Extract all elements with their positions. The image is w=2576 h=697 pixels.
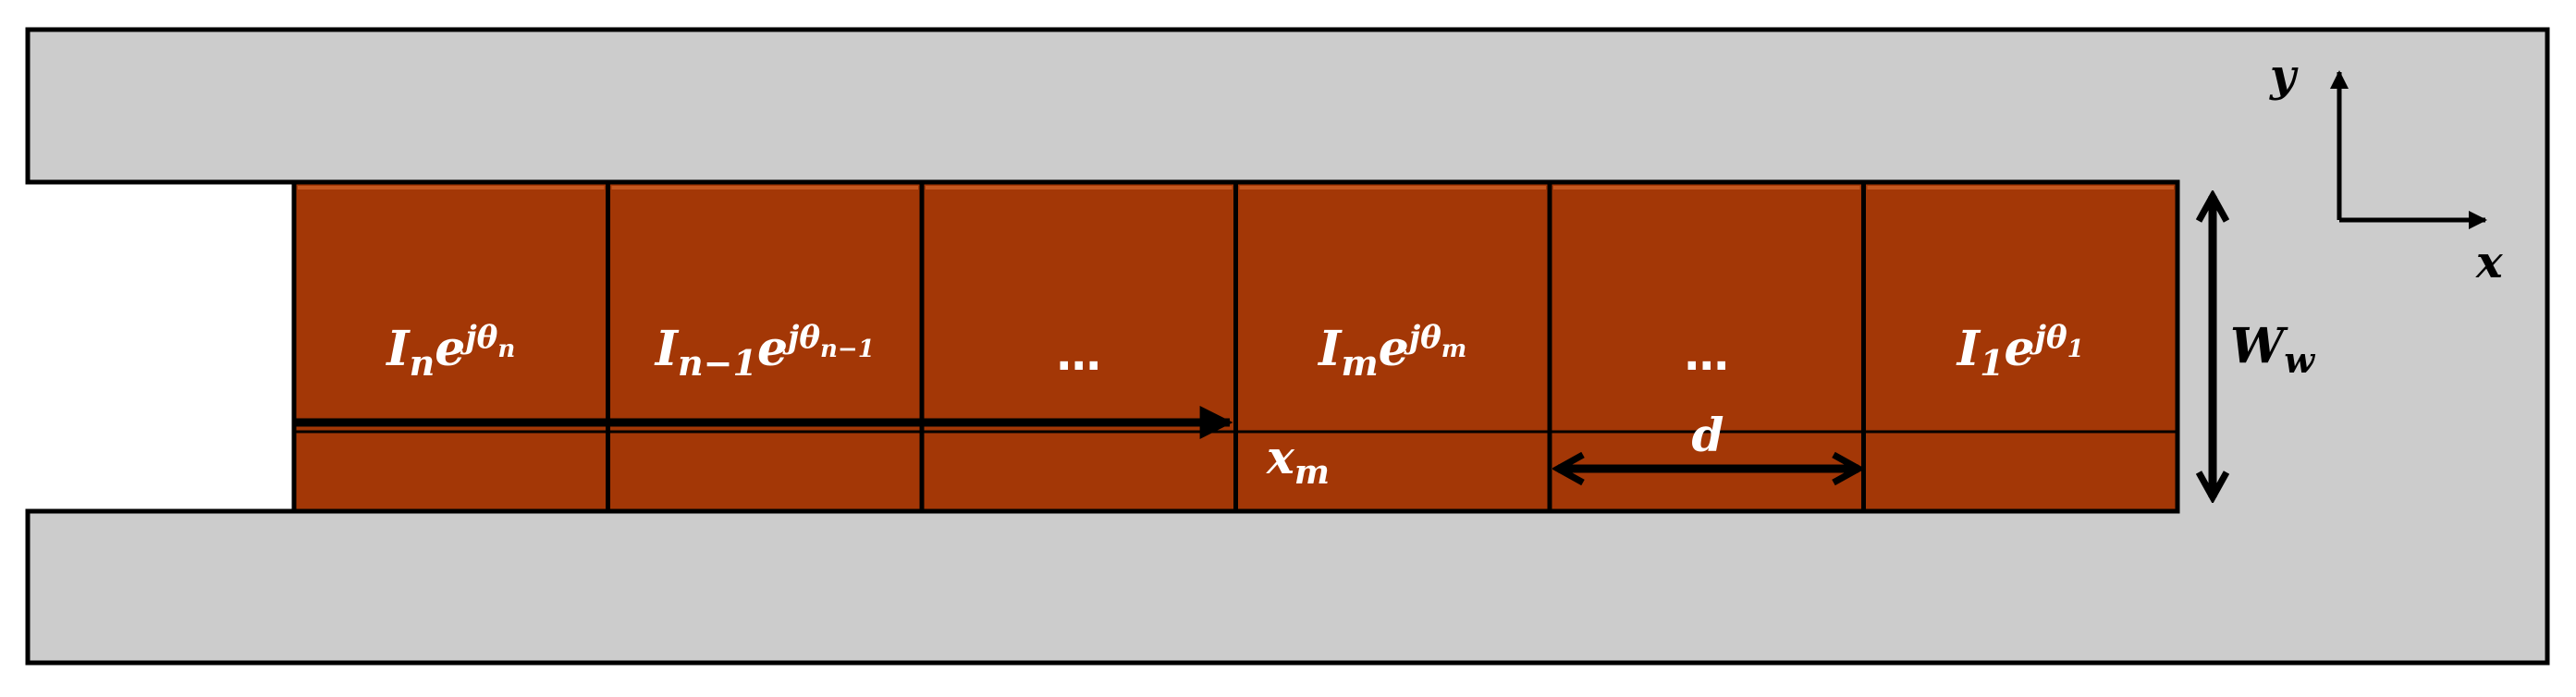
ellipsis-label: … bbox=[1057, 329, 1101, 381]
element-block bbox=[1233, 179, 1552, 514]
excitation-label: I1ejθ1 bbox=[1956, 319, 2084, 384]
width-label: Ww bbox=[2230, 318, 2315, 381]
element-array: Inejθn In−1ejθn−1 … Imejθm … I1ejθ1 bbox=[291, 179, 2180, 514]
excitation-label: Imejθm bbox=[1317, 319, 1466, 384]
y-axis-label: y bbox=[2269, 50, 2299, 102]
element-block bbox=[1861, 179, 2180, 514]
array-element: Inejθn bbox=[291, 179, 610, 514]
element-block bbox=[291, 179, 610, 514]
position-label: xm bbox=[1266, 430, 1330, 492]
coordinate-axes: y x bbox=[2269, 50, 2504, 288]
excitation-label: Inejθn bbox=[385, 319, 515, 384]
ellipsis-label: … bbox=[1685, 329, 1729, 381]
array-element: In−1ejθn−1 bbox=[606, 179, 925, 514]
element-block bbox=[606, 179, 925, 514]
array-element: I1ejθ1 bbox=[1861, 179, 2180, 514]
x-axis-label: x bbox=[2475, 237, 2504, 288]
array-element: … bbox=[919, 179, 1238, 514]
excitation-label: In−1ejθn−1 bbox=[654, 319, 875, 384]
spacing-label: d bbox=[1692, 408, 1724, 462]
array-element: Imejθm bbox=[1233, 179, 1552, 514]
